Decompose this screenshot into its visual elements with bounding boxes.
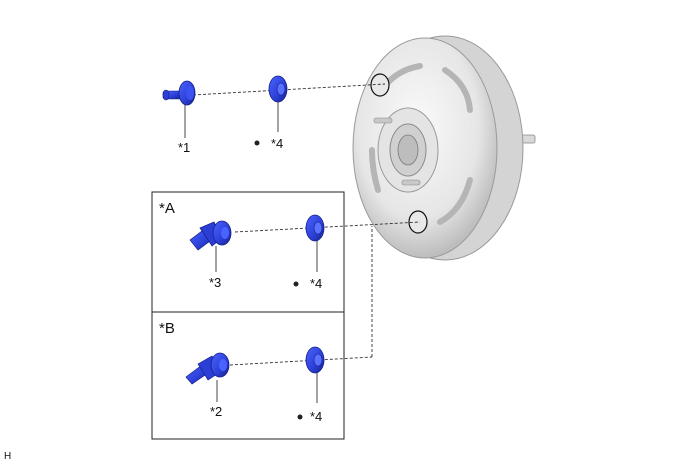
part-4-top-grommet <box>268 75 288 103</box>
box-a-label: *A <box>159 200 175 217</box>
box-b-label: *B <box>159 320 175 337</box>
part-2-check-valve <box>185 352 230 385</box>
new-part-dot-icon <box>297 414 303 420</box>
part-3-check-valve <box>189 220 232 251</box>
label-part-2: *2 <box>210 404 222 419</box>
part-4-a-grommet <box>305 214 325 242</box>
box-a: *A <box>151 191 345 313</box>
new-part-dot-icon <box>254 140 260 146</box>
box-b: *B <box>151 311 345 440</box>
label-part-3: *3 <box>209 275 221 290</box>
label-part-1: *1 <box>178 140 190 155</box>
label-part-4-top: *4 <box>271 136 283 151</box>
part-4-b-grommet <box>305 346 325 374</box>
figure-code: H <box>4 451 11 462</box>
label-part-4-a: *4 <box>310 276 322 291</box>
new-part-dot-icon <box>293 281 299 287</box>
assembly-lines <box>184 83 421 403</box>
brake-booster-illustration <box>352 35 536 261</box>
label-part-4-b: *4 <box>310 409 322 424</box>
part-1-check-valve <box>162 80 196 106</box>
